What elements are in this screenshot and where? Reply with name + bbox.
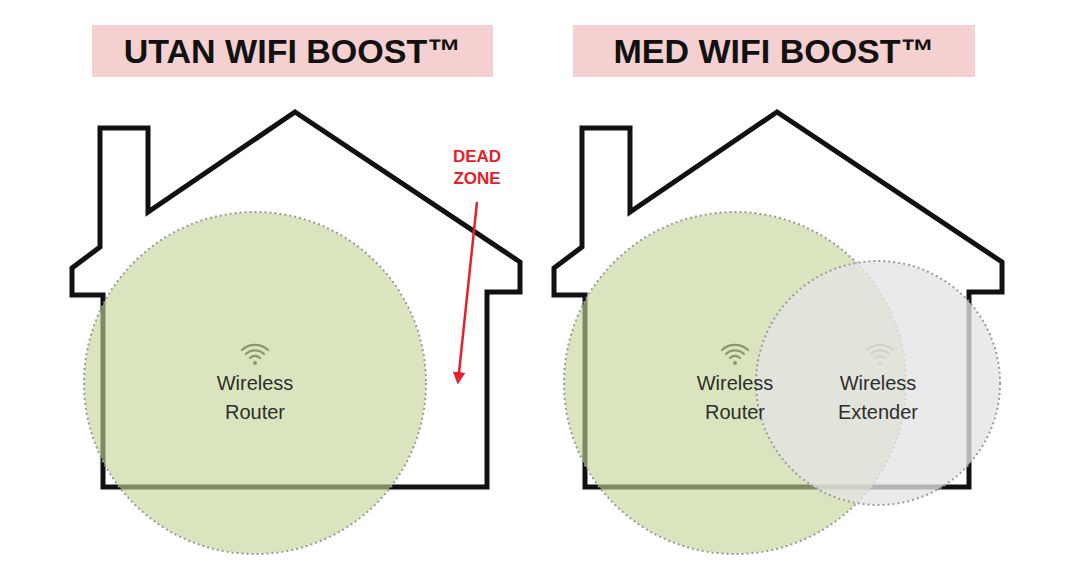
- coverage-circle: Wireless Extender: [755, 260, 1001, 506]
- heading-text: MED WIFI BOOST™: [613, 32, 934, 71]
- device-label: Wireless Router: [190, 369, 320, 427]
- device-label-box: Wireless Router: [670, 369, 800, 427]
- device-label: Wireless Router: [670, 369, 800, 427]
- coverage-area: [84, 212, 426, 554]
- leader-arrow: [458, 202, 477, 382]
- callout-label: DEAD ZONE: [437, 146, 517, 190]
- coverage-circle: Wireless Router: [83, 211, 427, 555]
- heading-band: MED WIFI BOOST™: [573, 25, 975, 77]
- device-label-box: Wireless Router: [190, 369, 320, 427]
- device-label-box: Wireless Extender: [813, 369, 943, 427]
- heading-text: UTAN WIFI BOOST™: [124, 32, 461, 71]
- heading-band: UTAN WIFI BOOST™: [92, 25, 493, 77]
- device-label: Wireless Extender: [813, 369, 943, 427]
- coverage-area: [756, 261, 1000, 505]
